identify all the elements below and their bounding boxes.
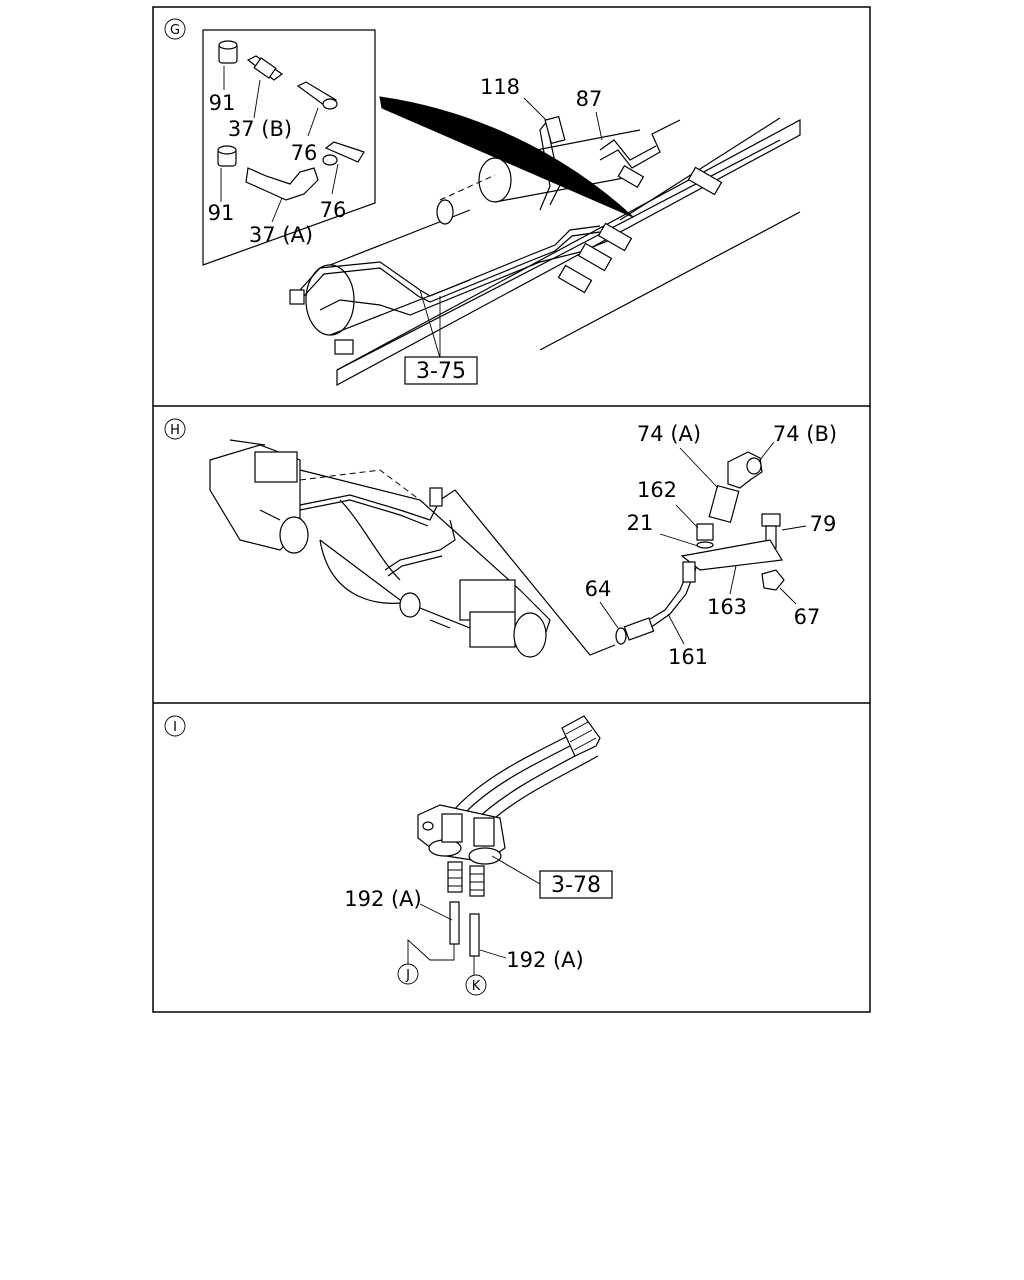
section-marker-i-text: I bbox=[173, 720, 177, 735]
mounting-plate-drawing bbox=[417, 804, 506, 865]
hose-bundle-drawing bbox=[451, 715, 601, 827]
frame-rail-drawing bbox=[336, 117, 801, 387]
label-37a: 37 (A) bbox=[249, 223, 313, 247]
section-g: G bbox=[164, 18, 801, 387]
axle-housing-drawing bbox=[209, 439, 551, 658]
air-tank-drawing bbox=[305, 129, 641, 336]
label-192a-right: 192 (A) bbox=[506, 948, 584, 972]
fitting-37b-drawing bbox=[246, 55, 284, 81]
washer-21-drawing bbox=[696, 541, 714, 549]
section-marker-i bbox=[164, 715, 186, 737]
fitting-74a-drawing bbox=[708, 484, 740, 524]
label-118: 118 bbox=[480, 75, 520, 99]
label-76-upper: 76 bbox=[291, 141, 318, 165]
label-87: 87 bbox=[576, 87, 603, 111]
section-marker-g bbox=[164, 18, 186, 40]
connector-k-text: K bbox=[472, 979, 481, 994]
fitting-91a-drawing bbox=[218, 40, 238, 64]
pipe-joints-drawing bbox=[289, 115, 723, 355]
label-76-lower: 76 bbox=[320, 198, 347, 222]
section-marker-h bbox=[164, 418, 186, 440]
fitting-inset-box bbox=[202, 29, 376, 266]
ring-64-drawing bbox=[615, 627, 627, 645]
valve-stems-drawing bbox=[447, 861, 485, 897]
label-91-upper: 91 bbox=[209, 91, 236, 115]
ref-box-3-75 bbox=[404, 356, 478, 385]
label-74b: 74 (B) bbox=[773, 422, 837, 446]
fitting-37a-drawing bbox=[245, 167, 319, 201]
label-161: 161 bbox=[668, 645, 708, 669]
label-163: 163 bbox=[707, 595, 747, 619]
axle-pipe-drawing bbox=[299, 487, 456, 577]
hose-161-drawing bbox=[623, 561, 697, 641]
connector-j-marker bbox=[397, 963, 419, 985]
ref-box-3-78 bbox=[539, 870, 613, 899]
label-91-lower: 91 bbox=[208, 201, 235, 225]
connector-k-marker bbox=[465, 974, 487, 996]
section-h: H bbox=[164, 418, 837, 669]
pipe-192a-right-drawing bbox=[469, 913, 480, 957]
section-i: I bbox=[164, 715, 613, 996]
fitting-76a-drawing bbox=[296, 81, 338, 110]
label-79: 79 bbox=[810, 512, 837, 536]
label-162: 162 bbox=[637, 478, 677, 502]
label-192a-left: 192 (A) bbox=[344, 887, 422, 911]
pipe-192a-left-drawing bbox=[449, 901, 460, 945]
callout-wedge bbox=[379, 96, 634, 218]
fitting-74b-drawing bbox=[727, 451, 763, 489]
label-74a: 74 (A) bbox=[637, 422, 701, 446]
connector-j-text: J bbox=[405, 968, 410, 983]
label-21: 21 bbox=[627, 511, 654, 535]
nut-162-drawing bbox=[696, 523, 714, 541]
fitting-76b-drawing bbox=[322, 141, 365, 166]
fitting-91b-drawing bbox=[217, 145, 237, 167]
ref-3-78-text: 3-78 bbox=[551, 873, 601, 898]
label-64: 64 bbox=[585, 577, 612, 601]
section-marker-g-text: G bbox=[170, 23, 180, 38]
label-67: 67 bbox=[794, 605, 821, 629]
section-marker-h-text: H bbox=[170, 423, 180, 438]
label-37b: 37 (B) bbox=[228, 117, 292, 141]
diagram-frame bbox=[152, 6, 871, 1013]
nut-67-drawing bbox=[761, 569, 785, 591]
ref-3-75-text: 3-75 bbox=[416, 359, 466, 384]
